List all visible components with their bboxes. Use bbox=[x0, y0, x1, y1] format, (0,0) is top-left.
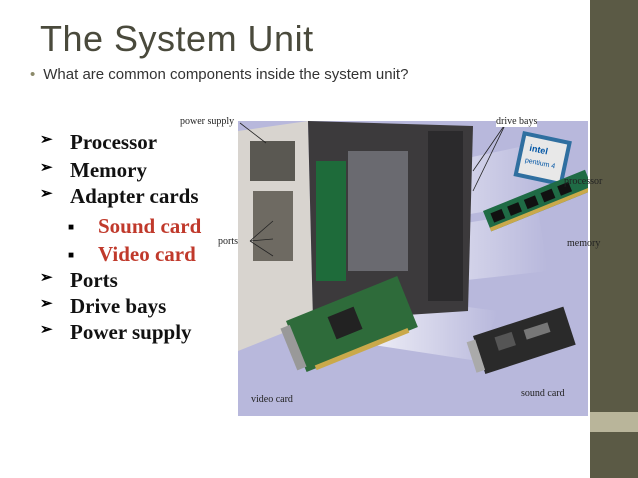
pointer-ports-1 bbox=[249, 220, 274, 242]
label-sound-card: sound card bbox=[521, 388, 565, 399]
arrow-bullet-icon: ➢ bbox=[40, 296, 53, 312]
video-card-icon bbox=[280, 276, 418, 372]
arrow-bullet-icon: ➢ bbox=[40, 270, 53, 286]
list-item-label: Processor bbox=[70, 130, 158, 154]
processor-chip-icon: intel pentium 4 bbox=[513, 131, 572, 187]
pointer-ports-3 bbox=[249, 240, 274, 257]
system-unit-illustration: intel pentium 4 bbox=[238, 121, 588, 416]
list-item-label: Adapter cards bbox=[70, 184, 199, 208]
label-power-supply: power supply bbox=[180, 116, 235, 127]
list-item-label: Power supply bbox=[70, 320, 192, 344]
square-bullet-icon: ■ bbox=[68, 222, 75, 233]
label-ports: ports bbox=[218, 236, 238, 247]
slide-subtitle: • What are common components inside the s… bbox=[30, 66, 408, 83]
label-drive-bays: drive bays bbox=[496, 116, 538, 127]
sound-card-icon bbox=[466, 306, 576, 375]
bullet-dot-icon: • bbox=[30, 66, 36, 83]
pointer-drive-bays-2 bbox=[472, 122, 507, 192]
arrow-bullet-icon: ➢ bbox=[40, 322, 53, 338]
list-subitem-label: Video card bbox=[98, 242, 196, 266]
label-processor: processor bbox=[564, 176, 603, 187]
slide-title: The System Unit bbox=[40, 18, 314, 59]
computer-case-icon bbox=[238, 121, 473, 351]
label-memory: memory bbox=[567, 238, 601, 249]
pointer-ports-2 bbox=[249, 238, 274, 242]
list-item-label: Ports bbox=[70, 268, 118, 292]
list-subitem-label: Sound card bbox=[98, 214, 202, 238]
illustration-svg: intel pentium 4 bbox=[238, 121, 588, 375]
arrow-bullet-icon: ➢ bbox=[40, 186, 53, 202]
chip-brand: intel bbox=[529, 143, 549, 157]
slide-sidebar bbox=[590, 0, 638, 478]
subtitle-text: What are common components inside the sy… bbox=[43, 66, 409, 83]
square-bullet-icon: ■ bbox=[68, 250, 75, 261]
arrow-bullet-icon: ➢ bbox=[40, 132, 53, 148]
list-item-label: Memory bbox=[70, 158, 147, 182]
list-item-label: Drive bays bbox=[70, 294, 167, 318]
pointer-power-supply bbox=[239, 122, 267, 144]
pointer-drive-bays-1 bbox=[472, 122, 507, 172]
arrow-bullet-icon: ➢ bbox=[40, 160, 53, 176]
sidebar-accent bbox=[590, 412, 638, 432]
label-video-card: video card bbox=[251, 394, 293, 405]
memory-module-icon bbox=[483, 169, 588, 232]
